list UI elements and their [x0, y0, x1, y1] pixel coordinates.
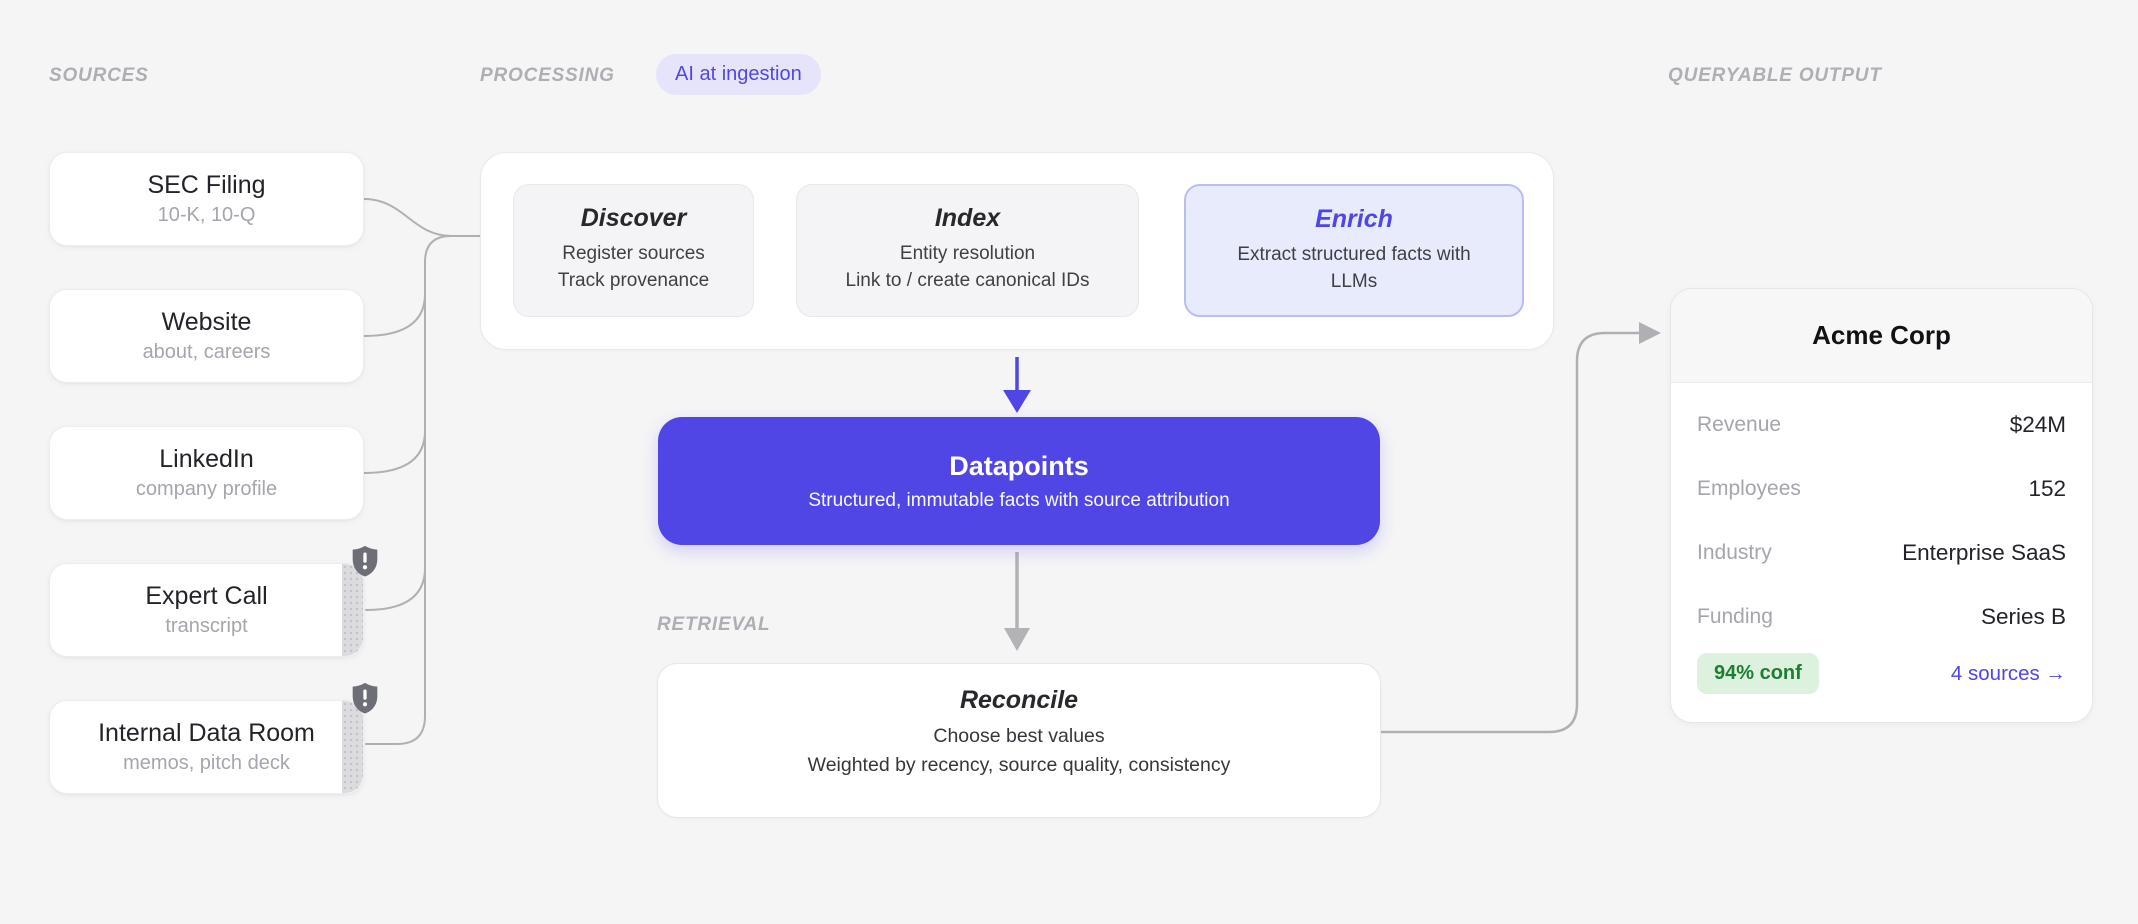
fact-label: Revenue	[1697, 413, 1782, 436]
reconcile-line: Choose best values	[933, 725, 1105, 747]
stage-line: Track provenance	[557, 270, 710, 291]
stage-description: Entity resolution Link to / create canon…	[846, 240, 1090, 294]
source-subtitle: 10-K, 10-Q	[157, 203, 256, 226]
fact-value: 152	[2028, 476, 2066, 501]
source-subtitle: company profile	[135, 477, 278, 500]
stage-description: Extract structured facts with LLMs	[1237, 244, 1471, 292]
output-card-header: Acme Corp	[1671, 289, 2092, 383]
source-subtitle: transcript	[165, 614, 248, 637]
source-card-linkedin: LinkedIn company profile	[49, 426, 364, 520]
stage-title: Index	[934, 204, 1001, 232]
fact-row: Revenue $24M	[1697, 393, 2066, 457]
reconcile-line: Weighted by recency, source quality, con…	[807, 754, 1231, 776]
datapoints-title: Datapoints	[949, 450, 1089, 481]
datapoints-node: Datapoints Structured, immutable facts w…	[658, 417, 1380, 545]
source-title: SEC Filing	[147, 171, 266, 200]
source-card-sec-filing: SEC Filing 10-K, 10-Q	[49, 152, 364, 246]
shield-alert-icon	[352, 545, 378, 577]
arrow-processing-to-datapoints	[1003, 357, 1031, 413]
source-card-website: Website about, careers	[49, 289, 364, 383]
fact-row: Industry Enterprise SaaS	[1697, 521, 2066, 585]
reconcile-description: Choose best values Weighted by recency, …	[808, 722, 1231, 780]
connector-sources-trunk	[365, 235, 481, 745]
connector-source-1	[363, 198, 481, 237]
stage-line: Entity resolution	[899, 243, 1036, 264]
output-card-body: Revenue $24M Employees 152 Industry Ente…	[1671, 383, 2092, 649]
stage-discover: Discover Register sources Track provenan…	[513, 184, 754, 317]
source-subtitle: about, careers	[142, 340, 271, 363]
sources-section-label: SOURCES	[49, 65, 149, 86]
source-title: Internal Data Room	[98, 719, 315, 748]
source-card-internal-data-room: Internal Data Room memos, pitch deck	[49, 682, 378, 794]
stage-title: Discover	[580, 204, 687, 232]
fact-value: $24M	[2009, 412, 2066, 437]
connector-source-4	[365, 567, 426, 611]
sources-count-link[interactable]: 4 sources →	[1950, 661, 2066, 685]
reconcile-node: Reconcile Choose best values Weighted by…	[657, 663, 1381, 818]
restricted-strip	[342, 701, 363, 793]
fact-label: Employees	[1697, 477, 1801, 500]
reconcile-title: Reconcile	[959, 686, 1079, 714]
source-card-expert-call: Expert Call transcript	[49, 545, 378, 657]
fact-value: Enterprise SaaS	[1902, 540, 2066, 565]
source-title: Expert Call	[145, 582, 268, 611]
stage-description: Register sources Track provenance	[558, 240, 709, 294]
entity-name: Acme Corp	[1812, 320, 1951, 350]
retrieval-section-label: RETRIEVAL	[657, 614, 771, 635]
source-title: Website	[161, 308, 252, 337]
connector-source-3	[363, 430, 426, 474]
shield-alert-icon	[352, 682, 378, 714]
stage-enrich: Enrich Extract structured facts with LLM…	[1184, 184, 1524, 317]
arrow-datapoints-to-reconcile	[1004, 552, 1030, 651]
stage-title: Enrich	[1315, 205, 1393, 233]
processing-container: Discover Register sources Track provenan…	[480, 152, 1554, 350]
confidence-badge: 94% conf	[1697, 653, 1819, 694]
source-subtitle: memos, pitch deck	[123, 751, 290, 774]
fact-row: Funding Series B	[1697, 585, 2066, 649]
stage-line: Link to / create canonical IDs	[845, 270, 1090, 291]
processing-section-label: PROCESSING	[480, 65, 615, 86]
fact-value: Series B	[1980, 604, 2066, 629]
connector-reconcile-to-output	[1380, 322, 1661, 734]
stage-line: Register sources	[562, 243, 705, 264]
queryable-output-section-label: QUERYABLE OUTPUT	[1668, 65, 1882, 86]
output-card-footer: 94% conf 4 sources →	[1671, 653, 2092, 694]
fact-row: Employees 152	[1697, 457, 2066, 521]
fact-label: Industry	[1697, 541, 1772, 564]
output-entity-card: Acme Corp Revenue $24M Employees 152 Ind…	[1670, 288, 2093, 723]
fact-label: Funding	[1697, 605, 1773, 628]
connector-source-2	[363, 293, 426, 337]
source-title: LinkedIn	[159, 445, 254, 474]
datapoints-subtitle: Structured, immutable facts with source …	[808, 489, 1230, 511]
ai-at-ingestion-badge: AI at ingestion	[656, 54, 821, 95]
restricted-strip	[342, 564, 363, 656]
stage-index: Index Entity resolution Link to / create…	[796, 184, 1139, 317]
